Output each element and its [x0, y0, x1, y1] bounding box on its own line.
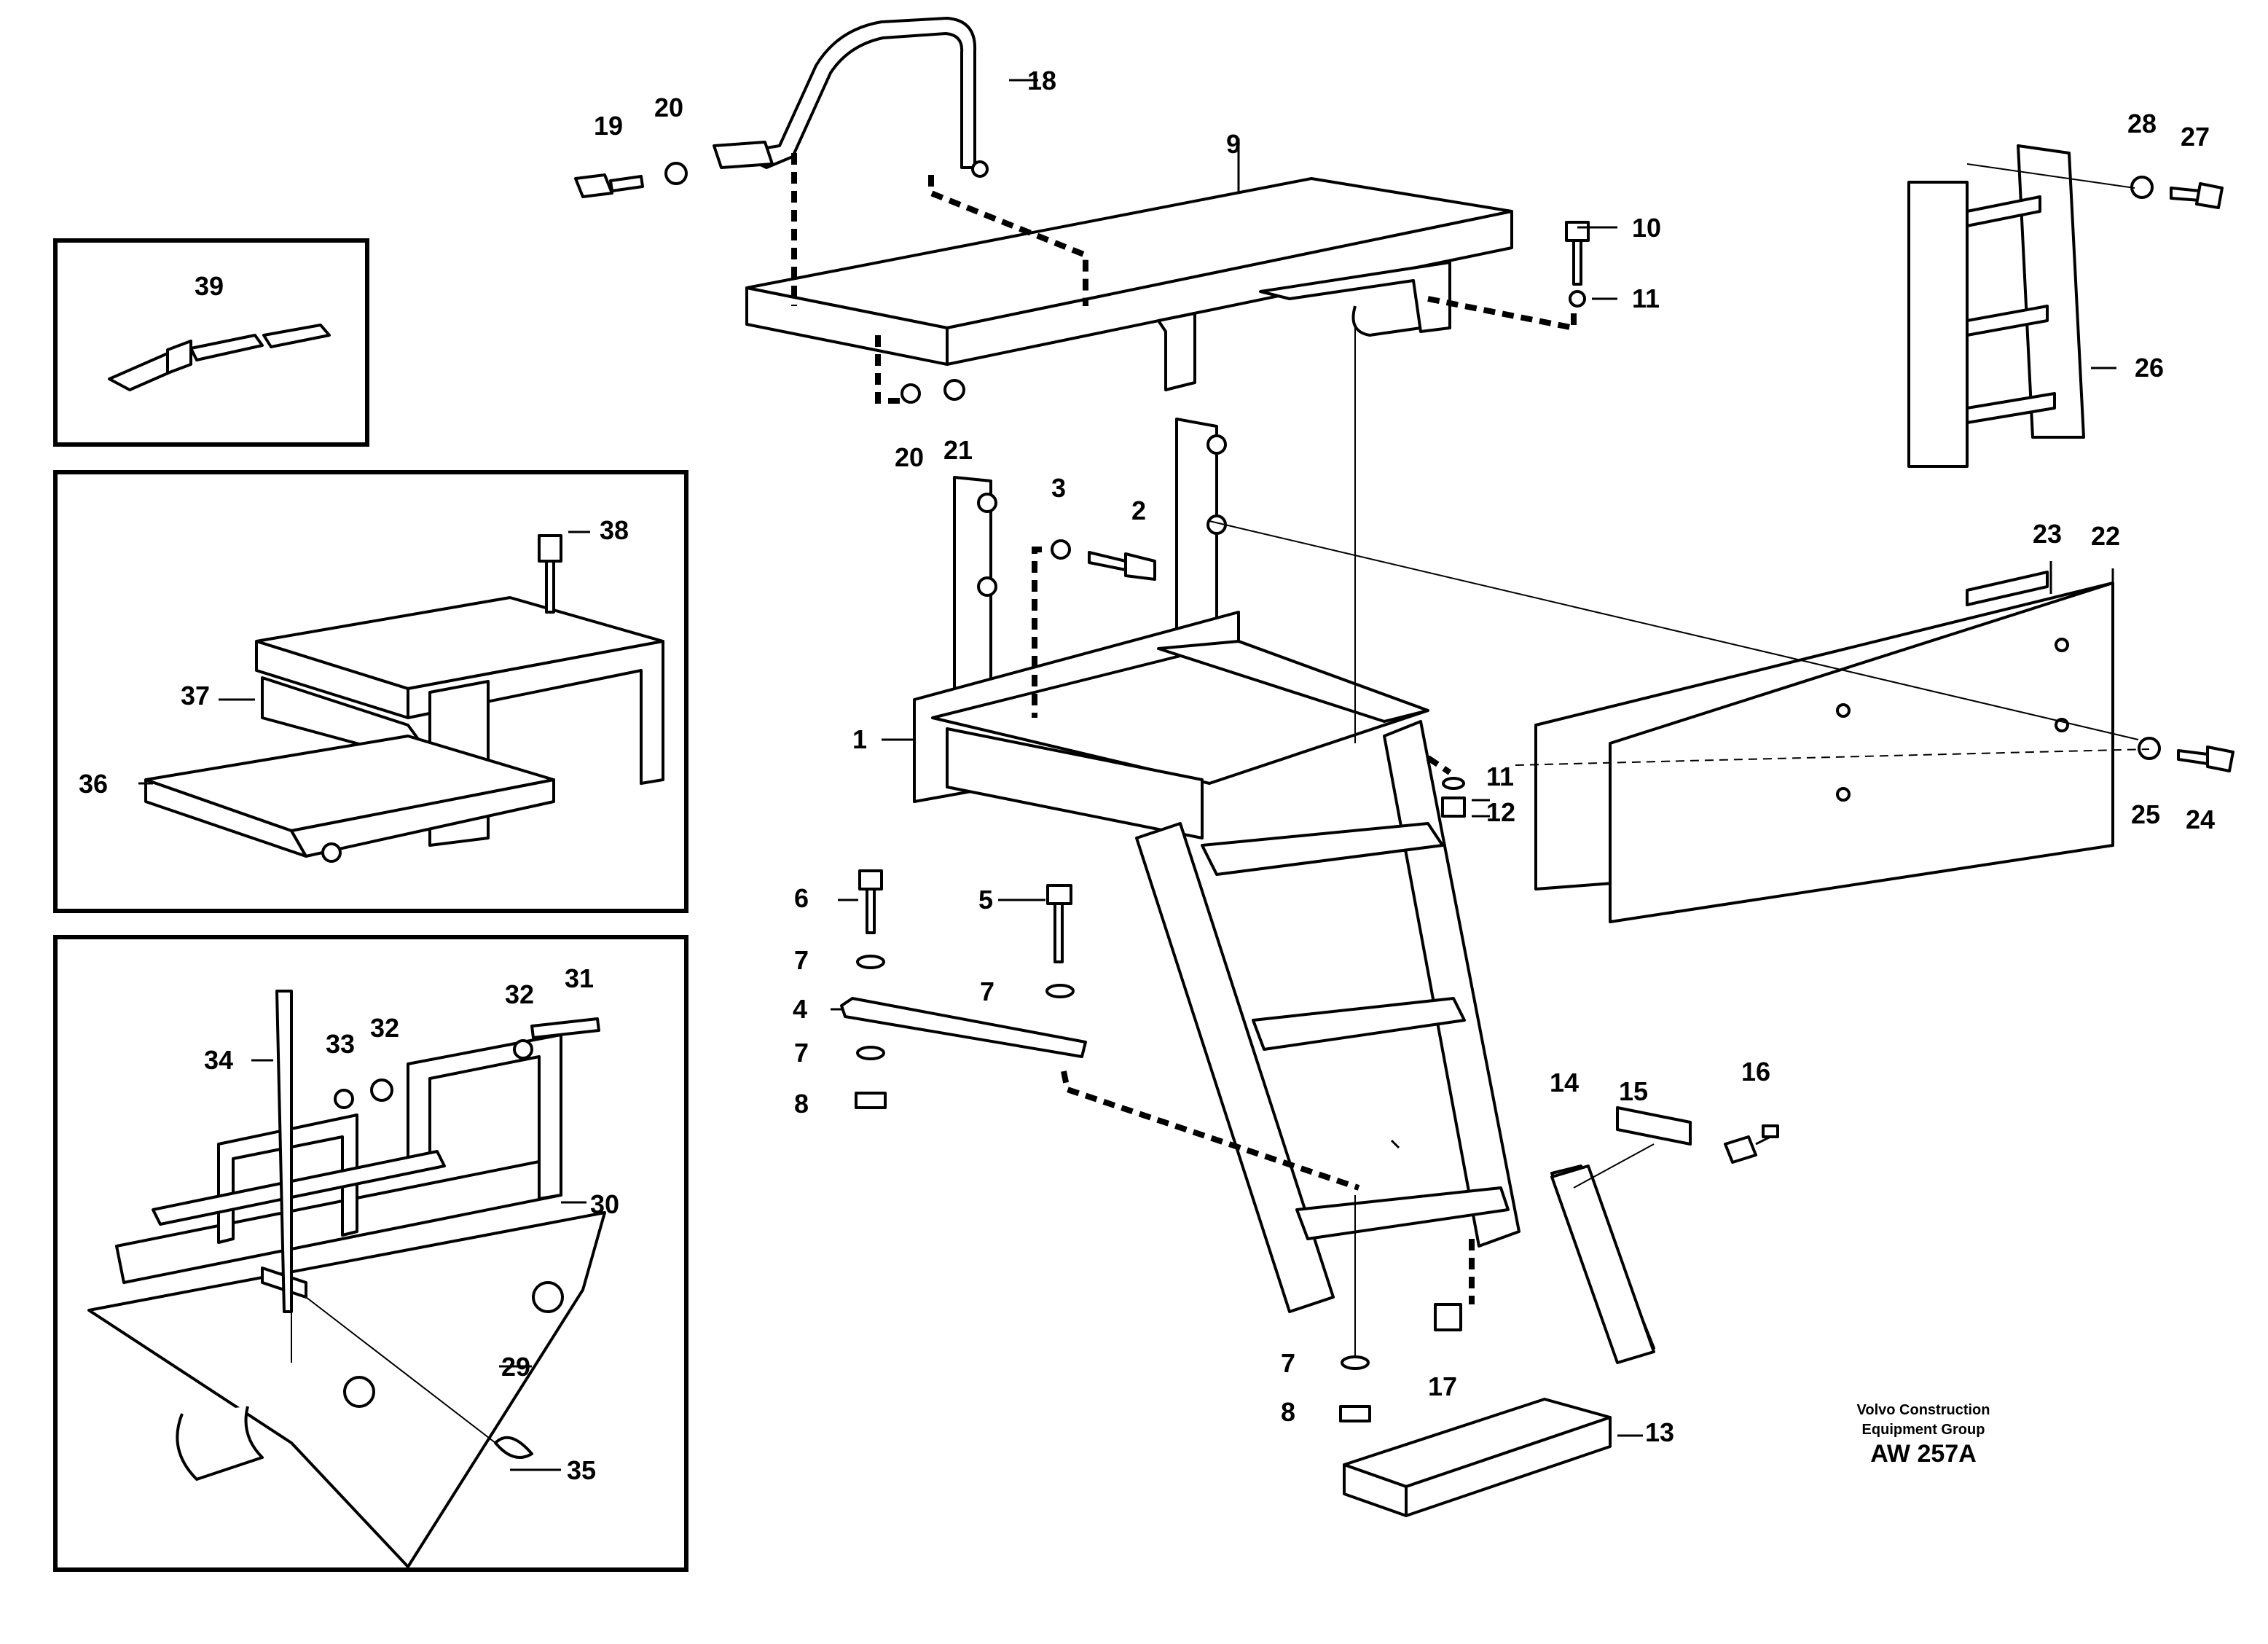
part-side-panel	[1534, 571, 2114, 923]
callout-12: 12	[1486, 797, 1515, 827]
fasteners	[574, 162, 2234, 1422]
part-ladder-small	[1907, 144, 2085, 468]
callout-4: 4	[793, 994, 807, 1024]
callout-22: 22	[2091, 521, 2120, 551]
part-strap	[108, 324, 331, 391]
callout-35: 35	[567, 1455, 596, 1485]
callout-11b: 11	[1486, 762, 1514, 791]
part-step-block	[1343, 1398, 1612, 1517]
callout-31: 31	[565, 963, 594, 993]
drawing-code: AW 257A	[1870, 1440, 1977, 1468]
callout-33: 33	[326, 1029, 355, 1059]
callout-17: 17	[1428, 1371, 1457, 1401]
part-plate-15	[1616, 1106, 1692, 1146]
callout-27: 27	[2181, 122, 2210, 152]
callout-14: 14	[1550, 1068, 1579, 1097]
callout-5: 5	[978, 885, 993, 915]
callout-30: 30	[590, 1189, 619, 1219]
assembly-lines	[791, 153, 2150, 1355]
part-handrail	[713, 17, 989, 178]
callout-18: 18	[1027, 66, 1056, 95]
drawing-credit: Volvo Construction Equipment Group AW 25…	[1857, 1402, 1990, 1468]
callout-10: 10	[1632, 213, 1661, 243]
callout-38: 38	[600, 515, 629, 545]
callout-8a: 8	[794, 1089, 809, 1119]
callout-32a: 32	[505, 979, 534, 1009]
callout-39: 39	[195, 271, 224, 301]
callout-7a: 7	[794, 945, 809, 975]
callout-32b: 32	[370, 1013, 399, 1043]
part-plate-14	[1550, 1164, 1655, 1364]
callout-20a: 20	[654, 93, 683, 122]
inset-frame-strap	[53, 238, 369, 447]
callout-26: 26	[2135, 353, 2164, 383]
callout-3: 3	[1051, 473, 1066, 503]
callout-9: 9	[1226, 129, 1241, 159]
callout-11a: 11	[1632, 283, 1660, 313]
credit-line-1: Volvo Construction	[1857, 1402, 1990, 1418]
part-step-frame	[913, 418, 1429, 839]
callout-1: 1	[852, 724, 867, 754]
callout-36: 36	[79, 769, 108, 799]
callout-7d: 7	[1281, 1348, 1295, 1378]
inset-frame-rack	[53, 470, 688, 913]
callout-7b: 7	[980, 976, 994, 1006]
part-brace	[840, 997, 1087, 1058]
callout-19: 19	[594, 111, 623, 141]
part-basket	[87, 990, 606, 1568]
callout-20b: 20	[895, 442, 924, 472]
callout-24: 24	[2186, 805, 2215, 834]
callout-2: 2	[1131, 496, 1146, 525]
credit-line-2: Equipment Group	[1862, 1422, 1985, 1438]
callout-34: 34	[204, 1045, 233, 1075]
part-rack	[144, 534, 664, 863]
callout-13: 13	[1645, 1417, 1674, 1447]
part-platform	[745, 177, 1513, 391]
leader-lines	[138, 79, 2116, 1471]
callout-21: 21	[943, 435, 973, 465]
inset-frame-basket	[53, 935, 688, 1572]
callout-labels: 1 2 3 4 5 6 7 7 7 7 8 8 9 10 11 11 12 13…	[79, 66, 2215, 1485]
callout-23: 23	[2033, 519, 2062, 549]
callout-37: 37	[181, 681, 210, 711]
callout-25: 25	[2131, 799, 2160, 829]
callout-15: 15	[1619, 1076, 1648, 1106]
callout-29: 29	[501, 1352, 530, 1382]
callout-16: 16	[1741, 1057, 1770, 1087]
callout-7c: 7	[794, 1038, 809, 1068]
callout-28: 28	[2127, 109, 2157, 138]
callout-6: 6	[794, 883, 809, 913]
callout-8b: 8	[1281, 1397, 1295, 1427]
